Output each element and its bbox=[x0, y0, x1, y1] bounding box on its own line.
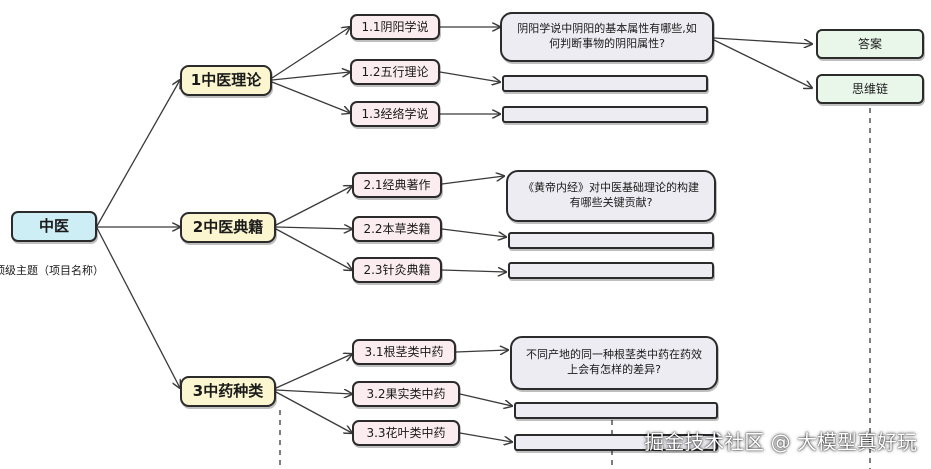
child-node-3-2[interactable]: 3.2果实类中药 bbox=[352, 381, 460, 407]
child-node-3-1[interactable]: 3.1根茎类中药 bbox=[352, 339, 456, 365]
empty-question-bar-3-3[interactable] bbox=[514, 434, 718, 451]
child-node-1-2-label: 1.2五行理论 bbox=[361, 64, 429, 79]
child-node-3-2-label: 3.2果实类中药 bbox=[366, 386, 446, 401]
question-node-3[interactable]: 不同产地的同一种根茎类中药在药效上会有怎样的差异? bbox=[510, 336, 718, 390]
child-node-2-1[interactable]: 2.1经典著作 bbox=[352, 172, 442, 198]
question-node-2[interactable]: 《黄帝内经》对中医基础理论的构建有哪些关键贡献? bbox=[506, 170, 716, 222]
root-node[interactable]: 中医 bbox=[11, 211, 97, 242]
child-node-1-3-label: 1.3经络学说 bbox=[361, 106, 429, 121]
child-node-3-3-label: 3.3花叶类中药 bbox=[366, 425, 446, 440]
child-node-3-3[interactable]: 3.3花叶类中药 bbox=[352, 420, 460, 446]
branch-node-3-label: 3中药种类 bbox=[192, 382, 264, 401]
child-node-2-3[interactable]: 2.3针灸典籍 bbox=[352, 257, 442, 283]
branch-node-1-label: 1中医理论 bbox=[190, 71, 262, 90]
connector-root-to-branch-1 bbox=[96, 80, 180, 227]
child-node-2-2[interactable]: 2.2本草类籍 bbox=[352, 216, 442, 242]
child-node-2-3-label: 2.3针灸典籍 bbox=[363, 262, 431, 277]
child-node-2-1-label: 2.1经典著作 bbox=[363, 177, 431, 192]
child-node-1-1[interactable]: 1.1阴阳学说 bbox=[350, 14, 440, 40]
connector-branch-1-to-child-3 bbox=[271, 81, 350, 113]
answer-node-label: 答案 bbox=[857, 36, 882, 51]
root-caption: 顶级主题（项目名称） bbox=[0, 264, 104, 277]
question-node-1-text: 阴阳学说中阴阳的基本属性有哪些,如何判断事物的阴阳属性? bbox=[517, 22, 697, 50]
question-node-3-text: 不同产地的同一种根茎类中药在药效上会有怎样的差异? bbox=[526, 348, 702, 376]
empty-question-bar-3-2[interactable] bbox=[514, 402, 718, 419]
child-node-2-2-label: 2.2本草类籍 bbox=[363, 221, 431, 236]
connector-child-3-2-to-bar bbox=[459, 393, 512, 406]
connector-branch-3-to-child-2 bbox=[275, 390, 352, 394]
branch-node-1[interactable]: 1中医理论 bbox=[180, 65, 272, 96]
child-node-1-2[interactable]: 1.2五行理论 bbox=[350, 59, 440, 85]
child-node-3-1-label: 3.1根茎类中药 bbox=[364, 344, 444, 359]
reasoning-chain-node-label: 思维链 bbox=[851, 81, 888, 96]
root-node-label: 中医 bbox=[38, 217, 69, 236]
answer-node[interactable]: 答案 bbox=[816, 29, 924, 59]
branch-node-2[interactable]: 2中医典籍 bbox=[180, 212, 276, 243]
reasoning-chain-node[interactable]: 思维链 bbox=[816, 74, 924, 104]
empty-question-bar-2-2[interactable] bbox=[508, 232, 714, 249]
connector-branch-2-to-child-3 bbox=[275, 228, 352, 270]
empty-question-bar-1-2[interactable] bbox=[502, 75, 708, 92]
connector-branch-3-to-child-1 bbox=[275, 354, 352, 389]
connector-question-to-reasoning bbox=[713, 39, 812, 88]
connector-branch-1-to-child-2 bbox=[271, 72, 350, 81]
branch-node-2-label: 2中医典籍 bbox=[192, 218, 264, 237]
connector-question-to-answer bbox=[713, 37, 812, 44]
child-node-1-1-label: 1.1阴阳学说 bbox=[361, 19, 429, 34]
watermark: 掘金技术社区 @ 大模型真好玩 bbox=[644, 430, 917, 454]
connector-child-2-1-to-question bbox=[441, 176, 504, 185]
question-node-1[interactable]: 阴阳学说中阴阳的基本属性有哪些,如何判断事物的阴阳属性? bbox=[500, 12, 714, 62]
empty-question-bar-2-3[interactable] bbox=[508, 262, 714, 279]
connector-child-1-2-to-bar bbox=[439, 71, 500, 82]
empty-question-bar-1-3[interactable] bbox=[502, 106, 708, 123]
question-node-2-text: 《黄帝内经》对中医基础理论的构建有哪些关键贡献? bbox=[523, 181, 699, 209]
connector-child-2-2-to-bar bbox=[441, 228, 506, 237]
connector-child-3-1-to-question bbox=[455, 350, 508, 352]
connector-branch-2-to-child-2 bbox=[275, 227, 352, 229]
connector-root-to-branch-3 bbox=[96, 227, 180, 388]
child-node-1-3[interactable]: 1.3经络学说 bbox=[350, 101, 440, 127]
connector-branch-2-to-child-1 bbox=[275, 186, 352, 226]
connector-branch-1-to-child-1 bbox=[271, 27, 350, 79]
connector-branch-3-to-child-3 bbox=[275, 391, 352, 433]
connector-child-2-3-to-bar bbox=[441, 270, 506, 272]
connector-child-3-3-to-bar bbox=[459, 432, 512, 442]
branch-node-3[interactable]: 3中药种类 bbox=[180, 376, 276, 407]
